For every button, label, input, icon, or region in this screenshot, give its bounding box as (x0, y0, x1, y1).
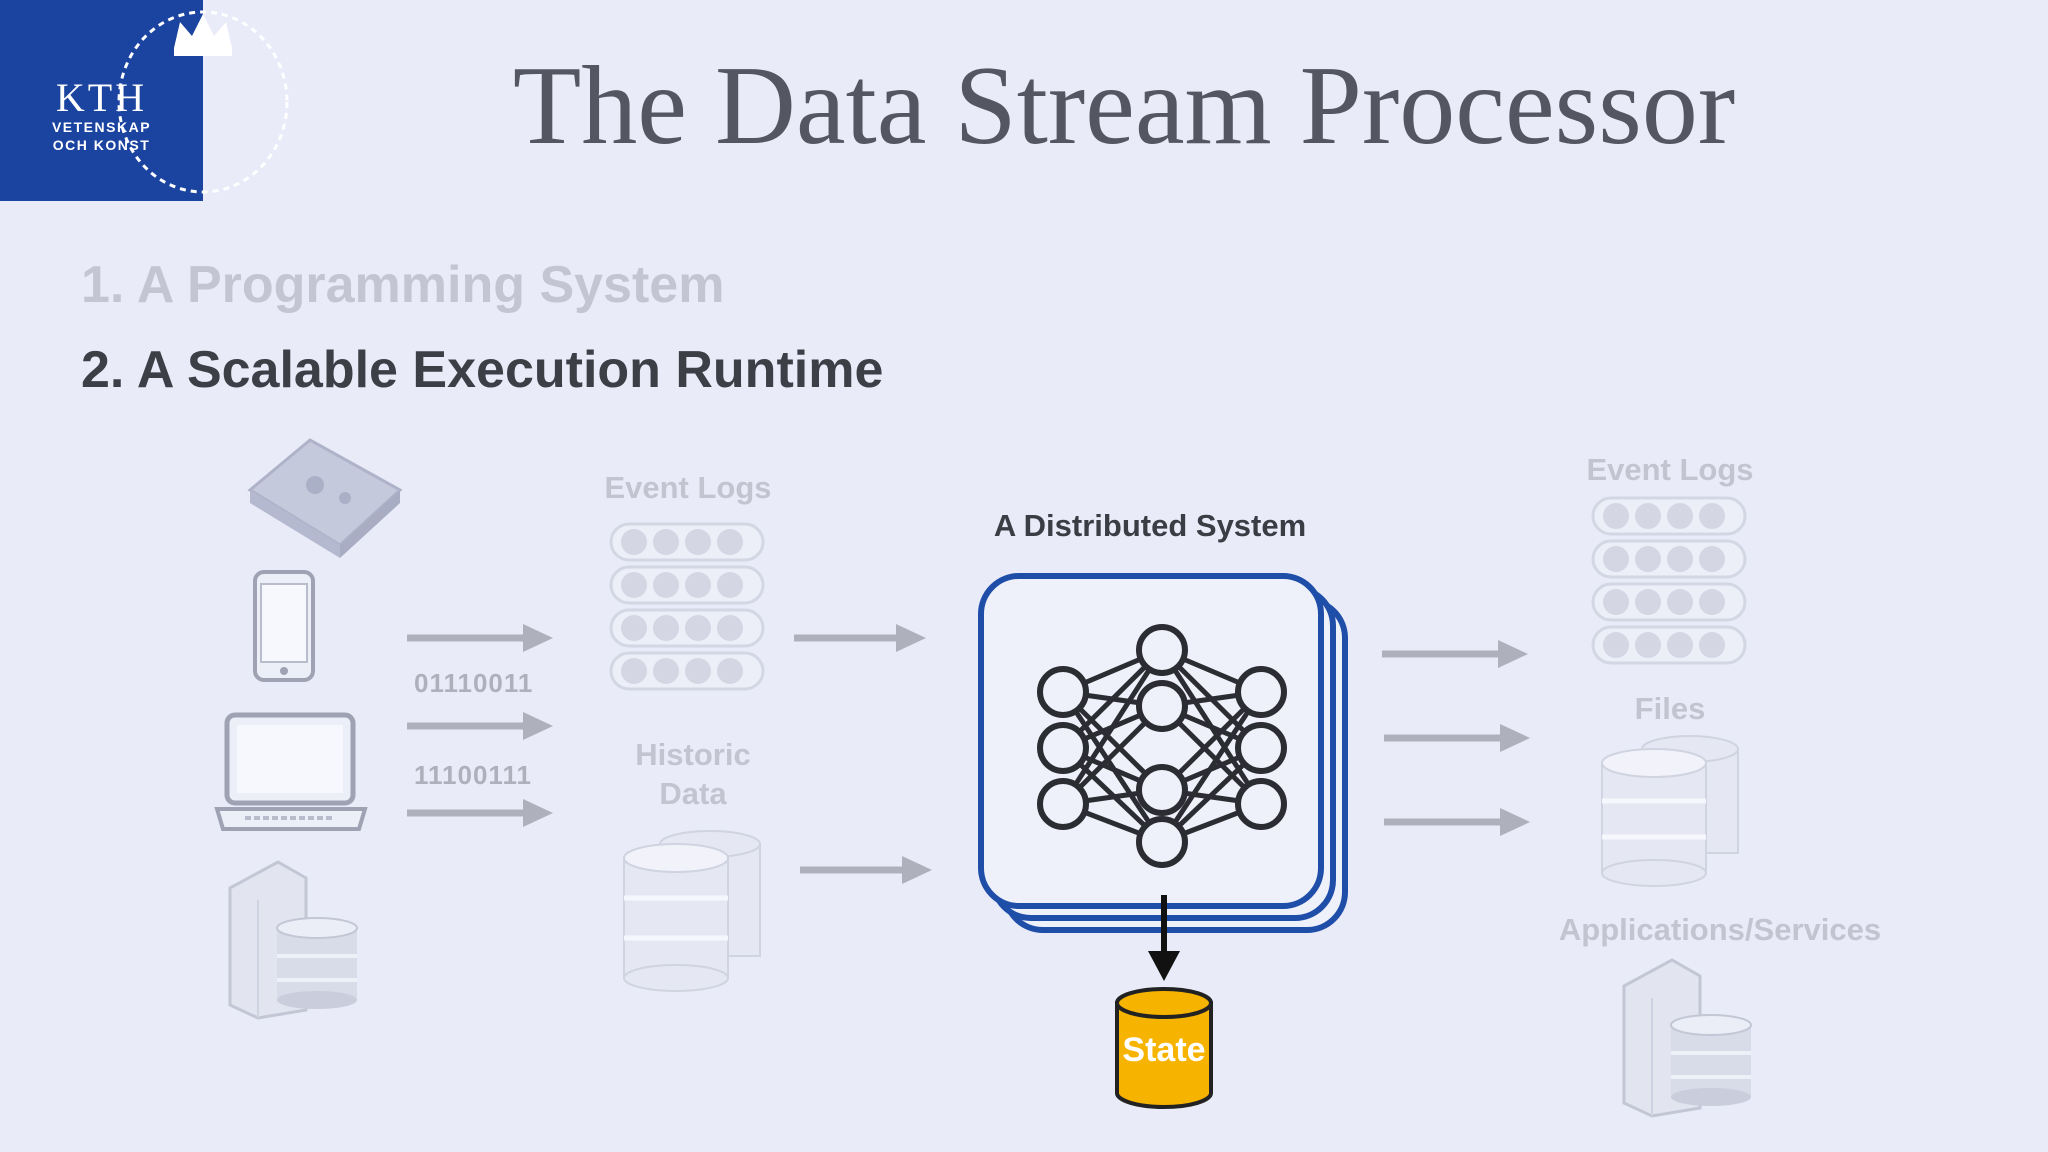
applications-services-label: Applications/Services (1558, 912, 1882, 947)
neural-network-icon (1037, 624, 1287, 868)
state-database-icon (1115, 987, 1213, 1109)
network-node (1037, 722, 1089, 774)
network-node (1136, 624, 1188, 676)
event-log-icon (1591, 496, 1747, 665)
event-logs-in-label: Event Logs (604, 470, 772, 505)
database-icon (1670, 1014, 1752, 1106)
sensor-board-icon (247, 438, 403, 558)
slide-title: The Data Stream Processor (512, 44, 1736, 168)
network-node (1136, 816, 1188, 868)
network-node (1136, 680, 1188, 732)
output-arrows (1382, 640, 1530, 836)
state-label: State (1122, 1031, 1206, 1069)
database-icon (1601, 735, 1739, 887)
event-log-icon (609, 522, 765, 691)
input-arrows (407, 624, 553, 827)
kth-logo: KTH VETENSKAP OCH KONST (0, 0, 288, 201)
bullet-scalable-runtime: 2. A Scalable Execution Runtime (81, 341, 884, 399)
bits-label-bottom: 11100111 (414, 760, 532, 790)
network-node (1235, 722, 1287, 774)
database-icon (276, 917, 358, 1009)
network-node (1037, 666, 1089, 718)
historic-label-line1: Historic (635, 737, 751, 772)
state-arrow (1148, 895, 1180, 981)
files-label: Files (1634, 691, 1706, 726)
historic-label-line2: Data (659, 776, 727, 811)
bits-label-top: 01110011 (414, 668, 534, 698)
laptop-icon (214, 712, 368, 831)
network-node (1235, 666, 1287, 718)
crown-icon (117, 10, 288, 194)
arrow-icon (407, 624, 553, 827)
logo-name: KTH (55, 75, 148, 120)
logo-line2: OCH KONST (52, 137, 151, 153)
database-icon (623, 830, 761, 992)
bullet-programming-system: 1. A Programming System (81, 256, 725, 314)
phone-icon (253, 570, 315, 682)
network-node (1136, 764, 1188, 816)
event-logs-out-label: Event Logs (1586, 452, 1754, 487)
system-in-arrows (794, 624, 932, 884)
logo-line1: VETENSKAP (51, 119, 152, 135)
distributed-system-label: A Distributed System (993, 508, 1307, 543)
network-node (1235, 778, 1287, 830)
network-node (1037, 778, 1089, 830)
